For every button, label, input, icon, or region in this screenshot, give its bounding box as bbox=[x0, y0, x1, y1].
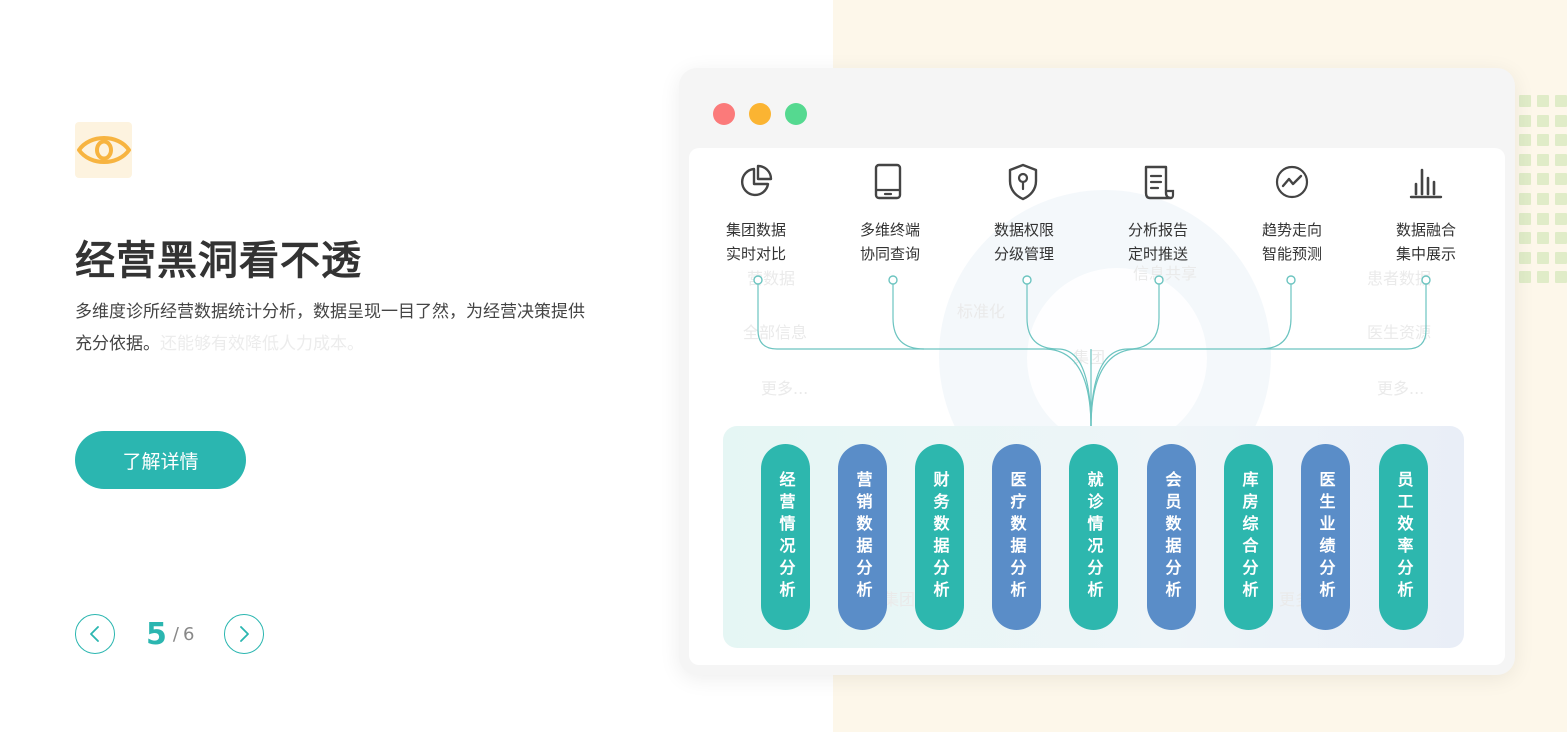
learn-more-button[interactable]: 了解详情 bbox=[75, 431, 246, 489]
current-slide-number: 5 bbox=[146, 616, 167, 652]
feature-data-fusion: 数据融合集中展示 bbox=[1396, 160, 1476, 266]
ghost-word: 医生资源 bbox=[1367, 323, 1432, 342]
connector-lines bbox=[753, 275, 1431, 429]
feature-label: 多维终端协同查询 bbox=[860, 221, 921, 263]
report-scroll-icon bbox=[1144, 165, 1175, 200]
bar-chart-icon bbox=[1409, 168, 1443, 199]
feature-multi-terminal: 多维终端协同查询 bbox=[860, 160, 940, 266]
module-visit-analysis[interactable]: 就诊情况分析 bbox=[1069, 444, 1118, 630]
module-medical-analysis[interactable]: 医疗数据分析 bbox=[992, 444, 1041, 630]
window-maximize-dot bbox=[785, 103, 807, 125]
feature-trend-forecast: 趋势走向智能预测 bbox=[1262, 160, 1342, 266]
page-description: 多维度诊所经营数据统计分析，数据呈现一目了然，为经营决策提供充分依据。还能够有效… bbox=[75, 296, 595, 360]
module-staff-efficiency-analysis[interactable]: 员工效率分析 bbox=[1379, 444, 1428, 630]
ghost-word: 更多... bbox=[761, 379, 809, 398]
feature-label: 数据权限分级管理 bbox=[994, 221, 1055, 263]
chevron-left-icon bbox=[90, 626, 99, 642]
description-ghost-text: 还能够有效降低人力成本。 bbox=[160, 334, 364, 354]
shield-key-icon bbox=[1008, 163, 1038, 201]
window-minimize-dot bbox=[749, 103, 771, 125]
module-member-analysis[interactable]: 会员数据分析 bbox=[1147, 444, 1196, 630]
module-marketing-analysis[interactable]: 营销数据分析 bbox=[838, 444, 887, 630]
eye-icon bbox=[75, 122, 132, 178]
ghost-word: 更多... bbox=[1377, 379, 1425, 398]
feature-analysis-report: 分析报告定时推送 bbox=[1128, 160, 1208, 266]
ghost-word: 集团 bbox=[1073, 348, 1106, 367]
browser-window-mockup: 营数据 全部信息 更多... 标准化 信息共享 集团 患者数据 医生资源 更多.… bbox=[679, 68, 1515, 675]
module-doctor-performance-analysis[interactable]: 医生业绩分析 bbox=[1301, 444, 1350, 630]
feature-label: 趋势走向智能预测 bbox=[1262, 221, 1323, 263]
ghost-word: 信息共享 bbox=[1133, 264, 1198, 283]
feature-label: 数据融合集中展示 bbox=[1396, 221, 1457, 263]
diagram-panel: 营数据 全部信息 更多... 标准化 信息共享 集团 患者数据 医生资源 更多.… bbox=[689, 148, 1505, 665]
decorative-pattern bbox=[1519, 95, 1567, 285]
ghost-word: 标准化 bbox=[957, 302, 1006, 321]
trend-circle-icon bbox=[1275, 165, 1309, 199]
slide-pager: 5 / 6 bbox=[75, 614, 265, 654]
background-logo-inner bbox=[1027, 268, 1207, 448]
slide-separator: / bbox=[172, 623, 179, 645]
chevron-right-icon bbox=[240, 626, 250, 642]
feature-label: 分析报告定时推送 bbox=[1128, 221, 1189, 263]
feature-data-permission: 数据权限分级管理 bbox=[994, 160, 1074, 266]
ghost-word: 患者数据 bbox=[1367, 269, 1432, 288]
feature-group-data: 集团数据实时对比 bbox=[726, 160, 806, 266]
previous-slide-button[interactable] bbox=[75, 614, 115, 654]
analysis-modules-box: 集团门 中心 更多 经营情况分析 营销数据分析 财务数据分析 医疗数据分析 就诊… bbox=[723, 426, 1464, 648]
module-finance-analysis[interactable]: 财务数据分析 bbox=[915, 444, 964, 630]
module-operation-analysis[interactable]: 经营情况分析 bbox=[761, 444, 810, 630]
description-text: 多维度诊所经营数据统计分析，数据呈现一目了然，为经营决策提供充分依据。 bbox=[75, 302, 585, 354]
tablet-icon bbox=[874, 163, 902, 200]
page-title: 经营黑洞看不透 bbox=[75, 238, 362, 284]
pie-chart-icon bbox=[741, 164, 773, 197]
module-inventory-analysis[interactable]: 库房综合分析 bbox=[1224, 444, 1273, 630]
next-slide-button[interactable] bbox=[224, 614, 265, 654]
total-slide-count: 6 bbox=[182, 623, 195, 645]
feature-label: 集团数据实时对比 bbox=[726, 221, 787, 263]
window-close-dot bbox=[713, 103, 735, 125]
